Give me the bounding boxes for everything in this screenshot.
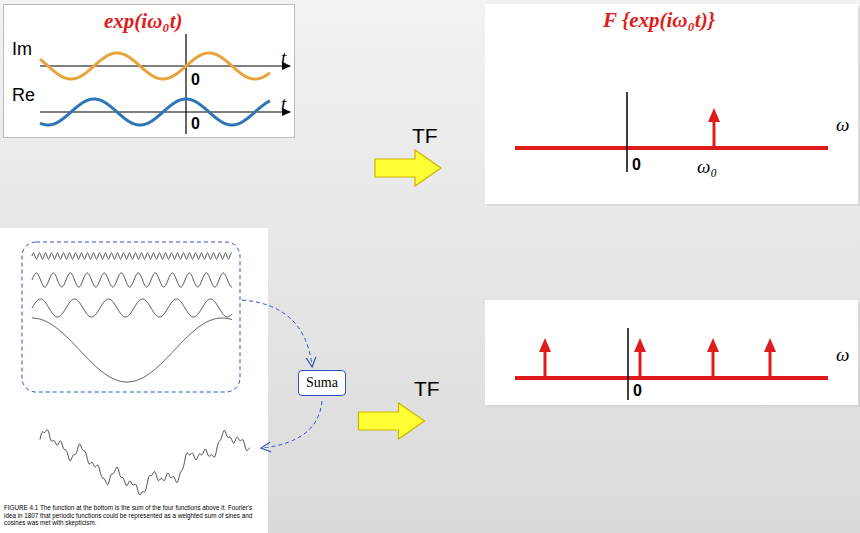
real-wave bbox=[40, 99, 270, 125]
panel-ground bbox=[485, 300, 858, 405]
panel-text: 0 bbox=[632, 156, 641, 174]
sum-wave bbox=[40, 430, 250, 495]
figure-panel: FIGURE 4.1 The function at the bottom is… bbox=[0, 228, 268, 533]
panel-text: 0 bbox=[191, 115, 200, 133]
panel-text: t bbox=[281, 47, 286, 69]
panel-ground bbox=[0, 228, 268, 533]
panel-text: ω bbox=[836, 344, 849, 366]
panel-text: 0 bbox=[633, 382, 642, 400]
transform-label: TF bbox=[412, 124, 438, 148]
sine-wave bbox=[32, 299, 232, 317]
sine-wave bbox=[32, 253, 232, 259]
panel-text: Re bbox=[12, 85, 35, 106]
block-arrow bbox=[359, 403, 425, 439]
panel-text: 0 bbox=[191, 71, 200, 89]
dashed-arrow bbox=[262, 401, 322, 448]
origin-line bbox=[185, 34, 186, 134]
dashed-group bbox=[22, 242, 240, 392]
panel-text: F {exp(iω₀t)} bbox=[603, 8, 715, 32]
signal-panel: exp(iω₀t)Imt0Ret0 bbox=[3, 4, 295, 138]
panel-text: t bbox=[281, 93, 286, 115]
delta-spike bbox=[713, 114, 716, 148]
panel-text: ω bbox=[836, 114, 849, 136]
sine-wave bbox=[32, 318, 232, 382]
spectrum-panel: 0ω bbox=[485, 300, 858, 405]
time-axis bbox=[40, 65, 290, 66]
freq-axis bbox=[515, 146, 828, 150]
panel-ground bbox=[485, 4, 858, 204]
block-arrow bbox=[375, 150, 441, 186]
freq-axis bbox=[515, 376, 828, 380]
panel-text: Im bbox=[12, 39, 32, 60]
panel-ground bbox=[3, 4, 295, 138]
dashed-arrow bbox=[242, 300, 312, 366]
delta-spike bbox=[544, 344, 547, 378]
delta-spike bbox=[769, 344, 772, 378]
imag-wave bbox=[40, 53, 270, 79]
delta-spike bbox=[639, 344, 642, 378]
sine-wave bbox=[32, 273, 232, 287]
panel-text: ω₀ bbox=[697, 156, 717, 178]
box-label: Suma bbox=[306, 375, 338, 391]
sum-box: Suma bbox=[298, 370, 346, 396]
delta-spike bbox=[712, 344, 715, 378]
panel-text: FIGURE 4.1 The function at the bottom is… bbox=[4, 504, 264, 527]
spectrum-panel: F {exp(iω₀t)} 0 ω₀ ω bbox=[485, 4, 858, 204]
origin-line bbox=[627, 328, 629, 400]
origin-line bbox=[626, 92, 628, 172]
transform-label: TF bbox=[414, 377, 440, 401]
panel-text: exp(iω₀t) bbox=[104, 9, 182, 33]
